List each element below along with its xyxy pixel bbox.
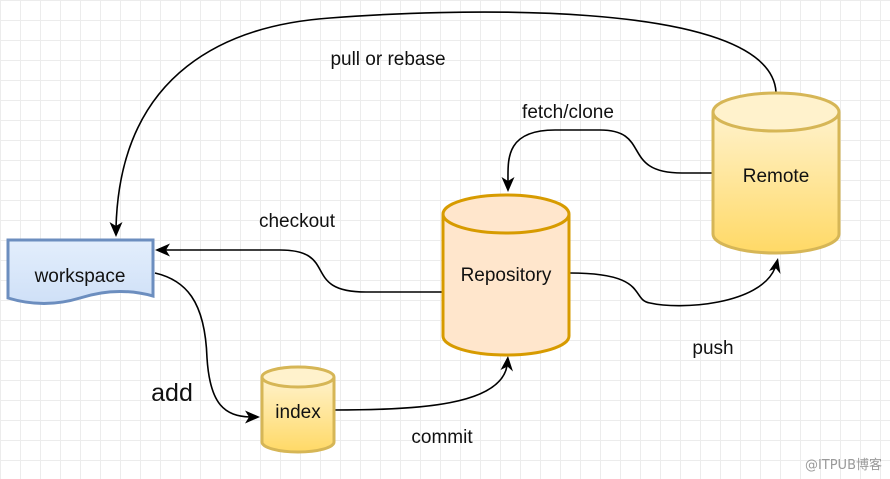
workspace-label: workspace [34, 266, 126, 287]
fetch-clone-label: fetch/clone [522, 102, 614, 123]
index-label: index [275, 402, 321, 423]
workspace-node: workspace [6, 238, 155, 305]
pull-or-rebase-label: pull or rebase [330, 49, 445, 70]
add-label: add [151, 379, 193, 407]
edge-commit [333, 356, 513, 411]
remote-label: Remote [743, 166, 810, 187]
edge-push [569, 258, 781, 307]
repository-node: Repository [441, 193, 571, 357]
watermark: @ITPUB博客 [805, 457, 882, 473]
edge-checkout [155, 243, 442, 293]
commit-label: commit [411, 427, 473, 448]
index-node: index [260, 365, 336, 454]
checkout-label: checkout [259, 211, 336, 232]
push-label: push [692, 338, 733, 359]
edge-add [154, 272, 260, 424]
edge-pull-or-rebase [109, 11, 777, 237]
remote-node: Remote [711, 91, 841, 255]
edge-fetch-clone [501, 129, 712, 192]
repository-label: Repository [461, 265, 552, 286]
